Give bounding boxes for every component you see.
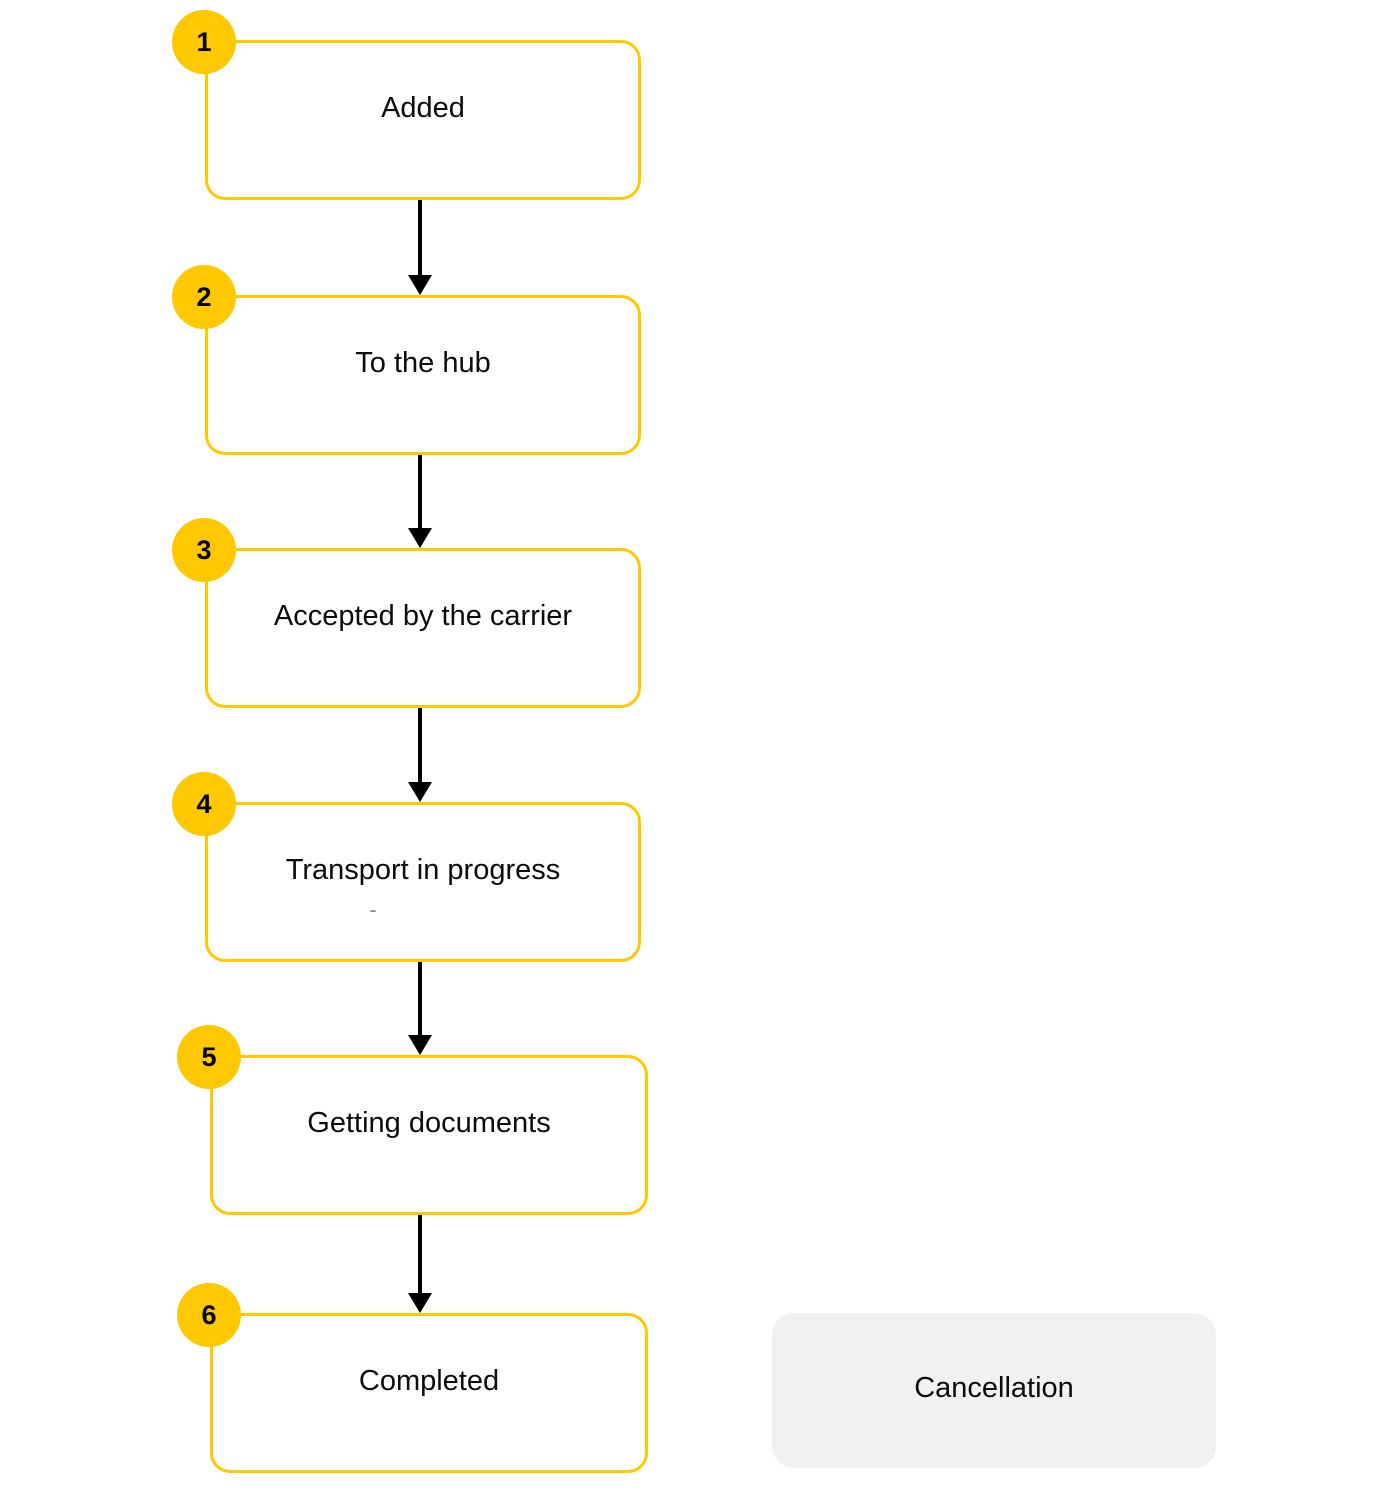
flow-step-6[interactable]: 6 Completed (177, 1283, 648, 1473)
flow-arrow-2-to-3 (408, 455, 432, 548)
step-label-6: Completed (358, 1365, 500, 1397)
step-label-3: Accepted by the carrier (273, 600, 573, 632)
step-label-2: To the hub (355, 347, 491, 379)
cancellation-block[interactable]: Cancellation (772, 1313, 1216, 1468)
step-number-badge-5: 5 (177, 1025, 241, 1089)
step-label-4: Transport in progress (285, 854, 561, 886)
flow-step-4[interactable]: 4 Transport in progress - (172, 772, 641, 962)
step-number-badge-2: 2 (172, 265, 236, 329)
flow-step-1[interactable]: 1 Added (172, 10, 641, 200)
step-number-badge-6: 6 (177, 1283, 241, 1347)
flow-arrow-5-to-6 (408, 1215, 432, 1313)
cancellation-label: Cancellation (914, 1372, 1074, 1404)
step-number-badge-1: 1 (172, 10, 236, 74)
step-number-badge-4: 4 (172, 772, 236, 836)
flow-step-2[interactable]: 2 To the hub (172, 265, 641, 455)
flow-arrow-4-to-5 (408, 962, 432, 1055)
flow-step-3[interactable]: 3 Accepted by the carrier (172, 518, 641, 708)
flow-arrow-1-to-2 (408, 200, 432, 295)
flow-step-5[interactable]: 5 Getting documents (177, 1025, 648, 1215)
step-label-5: Getting documents (307, 1107, 551, 1139)
step-sublabel-4: - (369, 897, 377, 922)
step-label-1: Added (381, 92, 465, 124)
flow-arrow-3-to-4 (408, 708, 432, 802)
step-number-badge-3: 3 (172, 518, 236, 582)
